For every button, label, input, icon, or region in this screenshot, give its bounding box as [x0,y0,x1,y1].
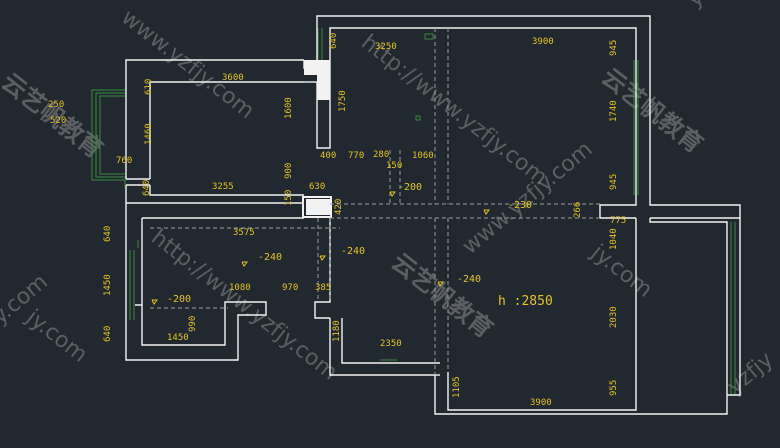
dim-945-top: 945 [609,40,619,56]
dim-385: 385 [315,283,331,293]
dim-250: 250 [48,100,64,110]
ceiling-height-label: h :2850 [498,294,553,309]
dim-1105: 1105 [452,376,462,398]
dim-1740: 1740 [609,100,619,122]
window-layer [91,28,736,395]
dim-1040: 1040 [609,228,619,250]
watermark-url: www.yzfjy.com [116,5,258,124]
watermark-fragment: yzfjy [683,0,738,13]
watermark-brand: 云艺帆教育 [386,248,498,344]
dim-945-right: 945 [609,174,619,190]
dim-420: 420 [334,199,344,215]
level-labels: -200 -230 -240 -240 -200 -240 [167,182,532,305]
beam-lines [150,28,600,375]
dim-900: 900 [284,163,294,179]
dim-3900-bottom: 3900 [530,398,552,408]
dim-955: 955 [609,380,619,396]
dim-640-left: 640 [142,180,152,196]
dim-610: 610 [144,79,154,95]
dim-280: 280 [373,150,389,160]
dim-3575: 3575 [233,228,255,238]
level-label: -230 [508,200,532,211]
dim-630: 630 [309,182,325,192]
dim-640-bl: 640 [103,326,113,342]
dim-150-mid: 150 [386,161,402,171]
dim-1180: 1180 [332,320,342,342]
level-label: -200 [167,294,191,305]
dim-970: 970 [282,283,298,293]
dim-760: 760 [116,156,132,166]
dim-3250: 3250 [375,42,397,52]
dim-266: 266 [573,202,583,218]
level-label: -200 [398,182,422,193]
dim-640-top: 640 [329,33,339,49]
dim-990: 990 [188,316,198,332]
level-label: -240 [457,274,481,285]
dimension-labels: 640 3250 3900 945 3600 610 1600 1750 174… [48,33,626,408]
dim-1750: 1750 [338,90,348,112]
fixture-marks [124,33,434,248]
dim-3600: 3600 [222,73,244,83]
level-label: -240 [341,246,365,257]
dim-150-small: 150 [284,190,294,206]
dim-640-l2: 640 [103,226,113,242]
watermark-fragment: jy.com [21,304,92,367]
watermark-fragment: jy.com [586,239,657,302]
dim-520: 520 [50,116,66,126]
dim-1450-left: 1450 [103,274,113,296]
column-fill [306,199,330,215]
dim-1600: 1600 [284,97,294,119]
dim-770: 770 [348,151,364,161]
dim-1060: 1060 [412,151,434,161]
dim-2350: 2350 [380,339,402,349]
dim-1080: 1080 [229,283,251,293]
dim-3900-top: 3900 [532,37,554,47]
dim-2030: 2030 [609,306,619,328]
watermark-url: http://www.yzfjy.com [146,225,342,385]
wall-layer [125,15,741,415]
dim-775: 775 [610,216,626,226]
level-label: -240 [258,252,282,263]
dim-400: 400 [320,151,336,161]
dim-1460: 1460 [144,123,154,145]
dim-3255: 3255 [212,182,234,192]
level-markers [151,191,490,305]
dim-1450-bottom: 1450 [167,333,189,343]
